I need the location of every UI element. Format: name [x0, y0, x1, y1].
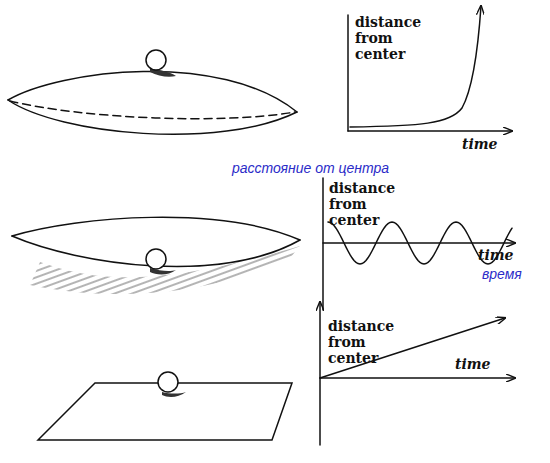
axis-label: distance from center [355, 14, 435, 62]
ball [146, 249, 166, 269]
translation-label: расстояние от центра [232, 160, 389, 176]
axis-label: time [478, 247, 514, 263]
exponential-curve [350, 6, 481, 127]
linear-line [320, 318, 505, 378]
axis-label: time [455, 356, 491, 372]
y-axis [322, 178, 324, 310]
axis-label: distance from center [328, 318, 408, 366]
bowl-top [12, 217, 300, 240]
hill-dashed [10, 101, 295, 119]
ball-shadow [162, 392, 186, 397]
ball [158, 372, 178, 392]
x-axis [348, 130, 512, 132]
ball [146, 50, 166, 70]
translation-label: время [482, 266, 522, 282]
x-axis [320, 377, 515, 379]
x-axis [323, 242, 515, 244]
hill-top [8, 71, 297, 112]
axis-label: distance from center [329, 180, 409, 228]
y-axis [319, 302, 321, 445]
y-axis [347, 15, 349, 131]
bowl-shadow [30, 246, 300, 294]
hill-bottom [8, 100, 297, 134]
axis-label: time [462, 136, 498, 152]
